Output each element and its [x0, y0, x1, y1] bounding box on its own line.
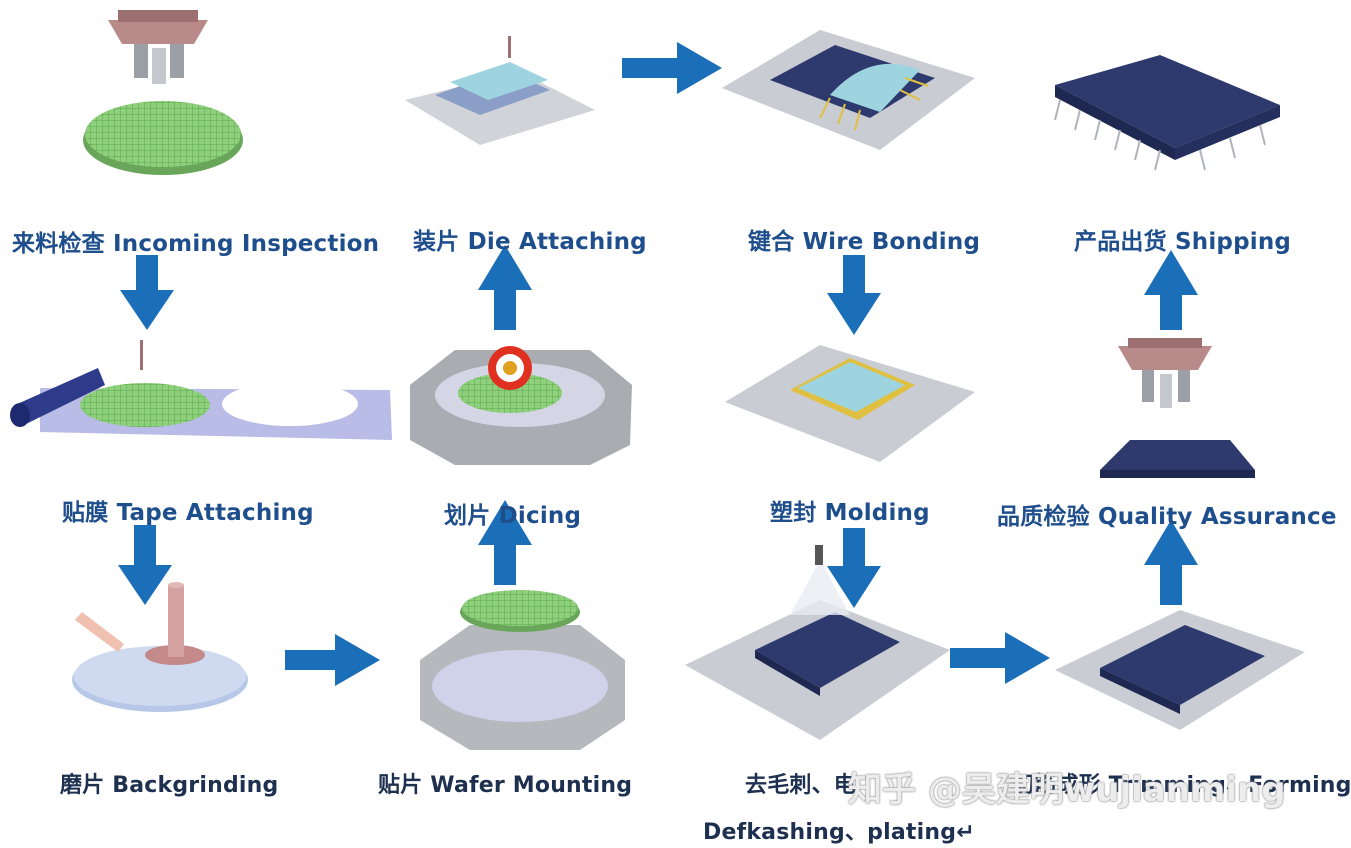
arrow-up-1	[478, 500, 532, 585]
label-wafer-mounting: 贴片 Wafer Mounting	[378, 773, 633, 798]
arrow-right-2	[622, 42, 722, 94]
label-backgrinding: 磨片 Backgrinding	[60, 773, 279, 798]
label-deflashing-line1: 去毛刺、电	[745, 773, 857, 798]
tape-attaching-illustration	[10, 340, 392, 440]
label-shipping: 产品出货 Shipping	[1074, 229, 1292, 255]
arrow-up-3	[1144, 520, 1198, 605]
label-tape-attaching: 贴膜 Tape Attaching	[62, 500, 314, 526]
backgrinding-illustration	[72, 582, 248, 712]
trimming-forming-illustration	[1055, 610, 1305, 730]
label-trimming-forming: 切筋成形 Trimming、Forming	[1012, 773, 1351, 798]
label-incoming-inspection: 来料检查 Incoming Inspection	[12, 231, 380, 257]
label-wire-bonding: 键合 Wire Bonding	[748, 229, 981, 255]
watermark: 知乎 @吴建明wujianming	[848, 770, 1286, 810]
arrow-down-1	[120, 255, 174, 330]
label-quality-assurance: 品质检验 Quality Assurance	[997, 504, 1337, 530]
label-deflashing-line2: Defkashing、plating↵	[703, 820, 975, 845]
label-die-attaching: 装片 Die Attaching	[413, 229, 647, 255]
die-attaching-illustration	[405, 36, 595, 145]
deflashing-illustration	[685, 545, 950, 740]
arrow-right-1	[285, 634, 380, 686]
arrow-up-4	[1144, 250, 1198, 330]
wire-bonding-illustration	[722, 30, 975, 150]
molding-illustration	[725, 345, 975, 462]
flow-arrows	[118, 42, 1198, 686]
quality-assurance-illustration	[1100, 338, 1255, 478]
arrow-down-4	[827, 528, 881, 608]
label-molding: 塑封 Molding	[770, 500, 930, 526]
arrow-up-2	[478, 245, 532, 330]
incoming-inspection-illustration	[83, 10, 243, 175]
arrow-down-3	[827, 255, 881, 335]
label-dicing: 划片 Dicing	[444, 503, 582, 529]
dicing-illustration	[410, 346, 632, 465]
shipping-illustration	[1054, 55, 1280, 171]
arrow-down-2	[118, 525, 172, 605]
arrow-right-3	[950, 632, 1050, 684]
wafer-mounting-illustration	[420, 590, 625, 750]
